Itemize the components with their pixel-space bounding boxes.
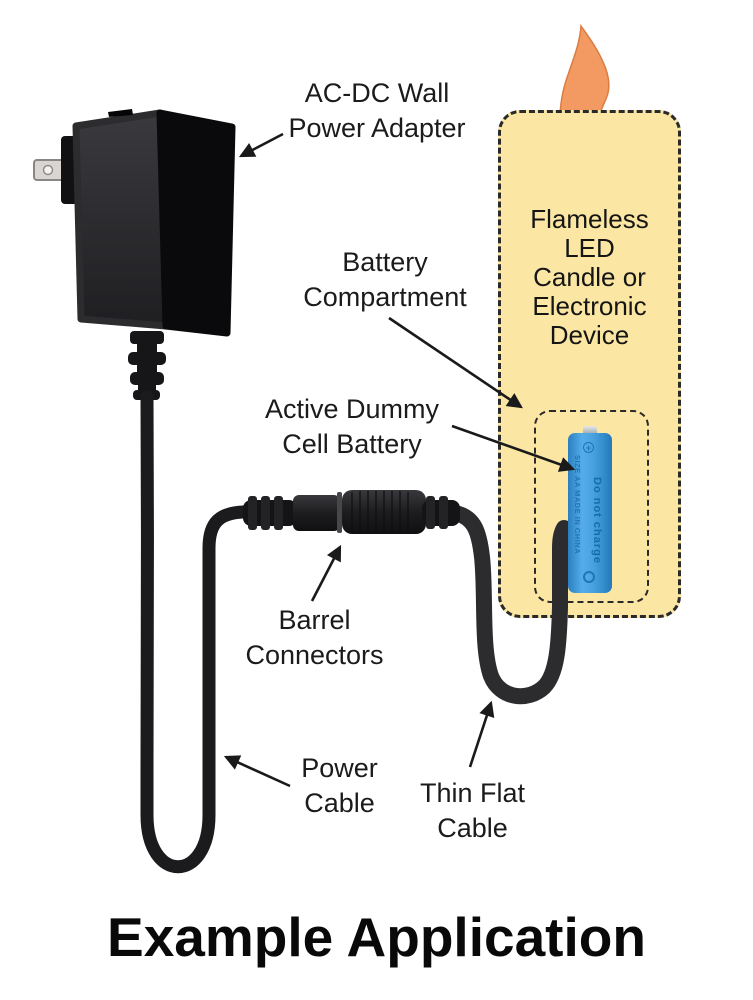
dummy-label-line1: Active Dummy (264, 394, 440, 424)
candle-label-line: Candle or (533, 262, 646, 292)
page-title: Example Application (107, 906, 646, 968)
power-cable-path (140, 390, 250, 874)
barrel-joint (337, 492, 342, 533)
compartment-label-line2: Compartment (303, 282, 467, 312)
battery-positive-terminal (583, 426, 597, 435)
prong-hole (42, 164, 54, 176)
adapter-arrow (238, 132, 284, 158)
battery-main-text: Do not charge (591, 477, 603, 564)
dummy-battery-label: Active Dummy Cell Battery (247, 392, 457, 462)
candle-label-line: Electronic (532, 291, 647, 321)
barrel-label: Barrel Connectors (212, 603, 417, 673)
battery-compartment-outline (534, 410, 649, 603)
adapter-top-notch (108, 109, 133, 117)
battery-body: + SIZE AA MADE IN CHINA Do not charge (568, 433, 612, 593)
thin-flat-label-line1: Thin Flat (419, 778, 526, 808)
adapter-label: AC-DC Wall Power Adapter (262, 76, 492, 146)
compartment-label: Battery Compartment (280, 245, 490, 315)
compartment-arrow (388, 316, 523, 409)
dummy-label-line2: Cell Battery (282, 429, 422, 459)
adapter-label-line2: Power Adapter (288, 113, 466, 143)
barrel-connectors (243, 490, 460, 534)
adapter-side-face (156, 109, 236, 337)
power-cable-label-line2: Cable (304, 788, 375, 818)
barrel-arrow (310, 544, 342, 602)
battery-plus-icon: + (583, 442, 594, 453)
dummy-battery: + SIZE AA MADE IN CHINA Do not charge (568, 426, 612, 593)
adapter-label-line1: AC-DC Wall (304, 78, 450, 108)
candle-label-line: LED (564, 233, 615, 263)
thin-flat-label-line2: Cable (437, 813, 508, 843)
thin-flat-cable-path (447, 505, 572, 705)
thin-flat-cable-label: Thin Flat Cable (390, 776, 555, 846)
flame-icon (559, 23, 610, 115)
compartment-label-line1: Battery (342, 247, 428, 277)
battery-recycle-icon (583, 571, 595, 583)
barrel-plug-male (293, 495, 340, 531)
strain-relief (128, 331, 166, 400)
candle-label: Flameless LED Candle or Electronic Devic… (501, 205, 678, 350)
dummy-battery-arrow (451, 424, 576, 472)
candle-label-line: Flameless (530, 204, 649, 234)
thin-flat-arrow (468, 700, 495, 768)
power-cable-arrow (223, 755, 291, 788)
barrel-label-line1: Barrel (278, 605, 351, 635)
power-cable-label: Power Cable (257, 751, 422, 821)
power-cable-label-line1: Power (301, 753, 378, 783)
battery-secondary-text: SIZE AA MADE IN CHINA (573, 455, 582, 555)
barrel-label-line2: Connectors (245, 640, 384, 670)
candle-label-line: Device (549, 320, 630, 350)
